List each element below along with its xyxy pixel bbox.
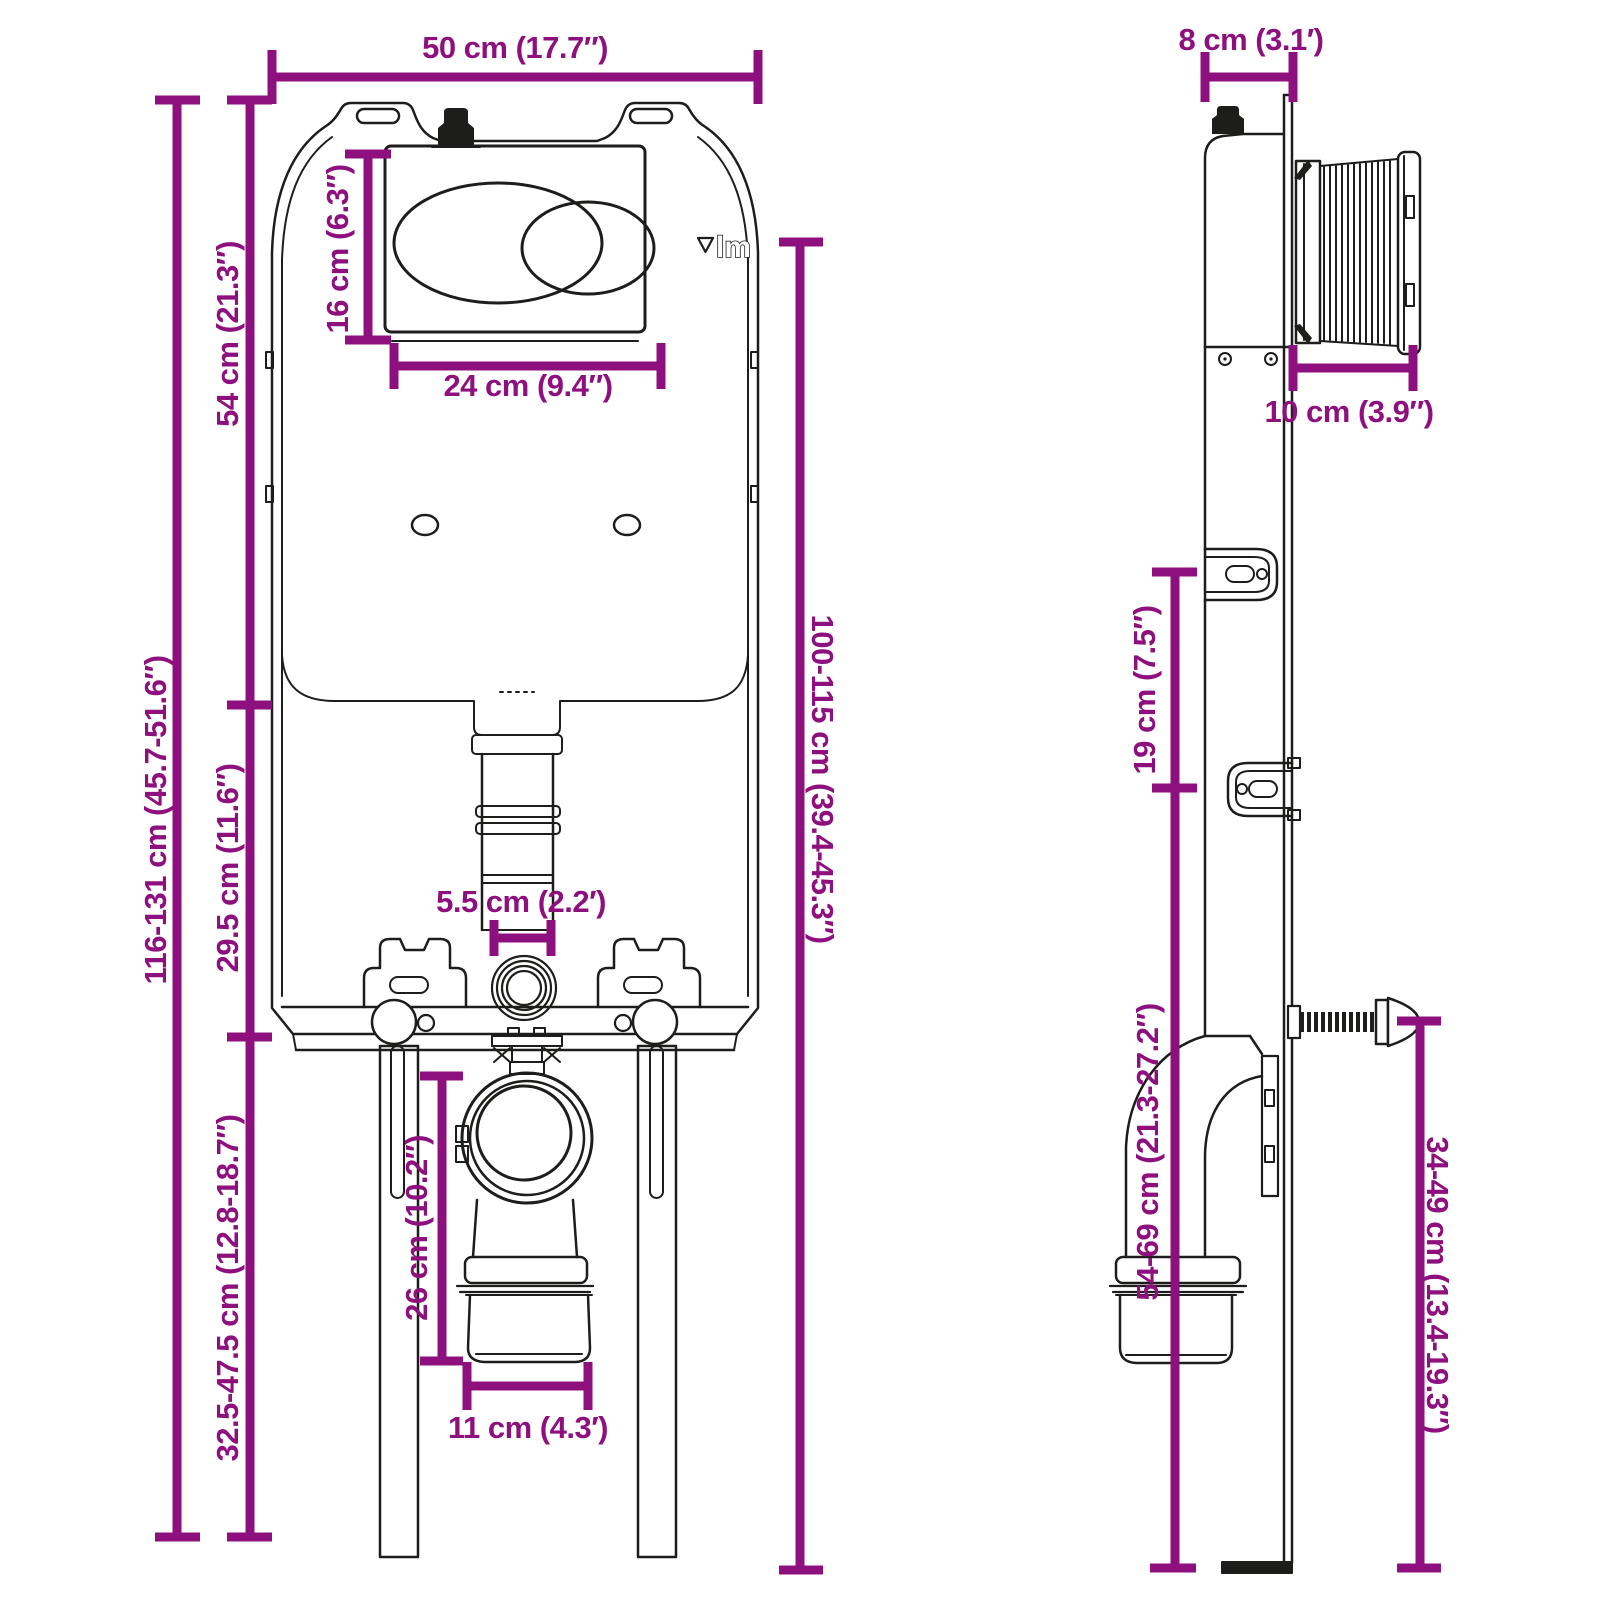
dim-outlet-width bbox=[462, 1362, 593, 1410]
frame-leg-right bbox=[636, 1044, 678, 1559]
flush-plate bbox=[383, 144, 647, 334]
dim-label-outlet-height: 54-69 cm (21.3-27.2″) bbox=[1130, 1003, 1165, 1301]
front-view-drawing bbox=[265, 101, 760, 1559]
line-art bbox=[265, 93, 1422, 1574]
fill-valve-cap-side bbox=[1212, 106, 1244, 134]
mounting-slot-left bbox=[355, 107, 401, 125]
side-view-drawing bbox=[1108, 93, 1422, 1574]
dim-side-segmented bbox=[1150, 567, 1197, 1573]
drain-elbow-opening bbox=[460, 1071, 594, 1205]
dim-label-elbow-height: 26 cm (10.2″) bbox=[399, 1135, 434, 1321]
dimension-lines bbox=[155, 50, 1441, 1575]
dim-label-plate-height: 16 cm (6.3″) bbox=[320, 164, 355, 334]
wall-bracket-lower bbox=[1226, 757, 1301, 821]
dim-label-upper-height: 54 cm (21.3″) bbox=[210, 241, 245, 427]
dim-plate-depth bbox=[1288, 345, 1418, 391]
dim-label-bolt-height: 34-49 cm (13.4-19.3″) bbox=[1420, 1136, 1455, 1434]
dim-front-width-top bbox=[267, 50, 763, 104]
foot-bracket-left bbox=[362, 937, 468, 1009]
dim-label-flush-pipe-width: 5.5 cm (2.2′) bbox=[436, 884, 606, 919]
flush-pipe bbox=[471, 734, 563, 755]
dim-left-segmented bbox=[227, 95, 272, 1542]
dim-label-plate-width: 24 cm (9.4″) bbox=[443, 368, 613, 403]
dim-flush-pipe-width bbox=[489, 920, 556, 956]
fill-valve-cap bbox=[438, 108, 474, 146]
dim-label-total-height: 116-131 cm (45.7-51.6″) bbox=[138, 655, 173, 985]
access-sleeve-bellows bbox=[1294, 150, 1422, 356]
mounting-slot-right bbox=[628, 107, 674, 125]
dim-label-mid-height: 29.5 cm (11.6″) bbox=[210, 763, 245, 973]
dim-plate-width bbox=[389, 343, 666, 389]
elbow-side-outline bbox=[1124, 1034, 1207, 1259]
dim-label-bracket-gap: 19 cm (7.5″) bbox=[1127, 605, 1162, 775]
water-level-triangle-icon bbox=[696, 236, 715, 254]
dim-depth-top bbox=[1200, 52, 1298, 102]
dim-elbow-height bbox=[420, 1071, 463, 1366]
outlet-cup bbox=[466, 1293, 592, 1364]
flush-button-large bbox=[392, 181, 604, 305]
foot-bracket-right bbox=[596, 937, 702, 1009]
dim-label-install-height: 100-115 cm (39.4-45.3″) bbox=[805, 614, 840, 944]
dim-label-depth-top: 8 cm (3.1′) bbox=[1178, 22, 1324, 57]
dim-install-height bbox=[779, 237, 823, 1575]
dim-label-width-top: 50 cm (17.7″) bbox=[422, 30, 608, 65]
dim-label-lower-height: 32.5-47.5 cm (12.8-18.7″) bbox=[210, 1114, 245, 1462]
tank-side-outline bbox=[1203, 132, 1285, 349]
water-level-mark: lm bbox=[716, 231, 751, 264]
tank-outline bbox=[270, 101, 760, 1036]
elbow-connector bbox=[1260, 1054, 1280, 1198]
water-inlet-coil bbox=[490, 954, 558, 1022]
wall-bracket-upper bbox=[1203, 547, 1279, 602]
rail-foot bbox=[1221, 1561, 1293, 1574]
dim-label-plate-depth: 10 cm (3.9″) bbox=[1264, 394, 1434, 429]
dim-plate-height bbox=[345, 149, 391, 345]
dim-label-outlet-width: 11 cm (4.3′) bbox=[448, 1410, 608, 1445]
dim-total-height bbox=[155, 95, 200, 1542]
flush-button-small bbox=[520, 200, 656, 296]
dim-bolt-height bbox=[1397, 1016, 1441, 1573]
